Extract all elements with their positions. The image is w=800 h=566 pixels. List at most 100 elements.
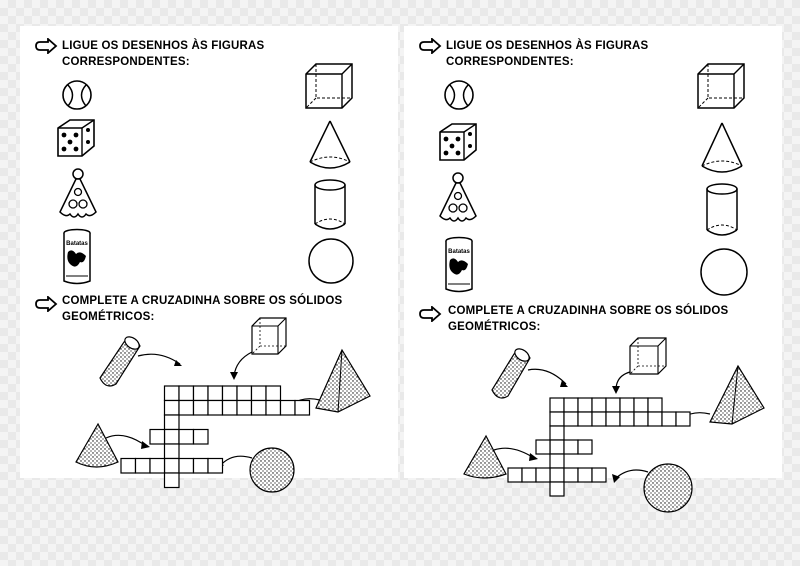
crossword-cell[interactable] <box>279 399 296 416</box>
crossword-cell[interactable] <box>549 425 565 441</box>
connector-line <box>527 368 567 385</box>
crossword-cell[interactable] <box>549 411 565 427</box>
can-label: Batatas <box>448 249 470 255</box>
instruction-crossword-line1: COMPLETE A CRUZADINHA SOBRE OS SÓLIDOS <box>448 305 729 317</box>
arrowhead-icon <box>230 372 238 380</box>
cube-icon[interactable] <box>302 60 356 112</box>
dice-icon[interactable] <box>54 116 98 160</box>
crossword-cell[interactable] <box>163 443 180 460</box>
crossword-cell[interactable] <box>149 428 166 445</box>
crossword-cell[interactable] <box>563 439 579 455</box>
crossword-cell[interactable] <box>549 439 565 455</box>
pointing-arrow-icon <box>35 38 58 54</box>
crossword-cell[interactable] <box>265 399 282 416</box>
crossword-cell[interactable] <box>549 467 565 483</box>
crossword-cell[interactable] <box>250 385 267 402</box>
sphere-icon[interactable] <box>698 246 750 298</box>
crossword-cell[interactable] <box>178 385 195 402</box>
tennis-ball-icon[interactable] <box>442 78 476 112</box>
crossword-cell[interactable] <box>633 397 649 413</box>
crossword-cell[interactable] <box>236 385 253 402</box>
cone-icon[interactable] <box>698 120 746 176</box>
crossword-grid[interactable] <box>120 385 311 489</box>
crossword-cell[interactable] <box>577 439 593 455</box>
crossword-cell[interactable] <box>549 397 565 413</box>
crossword-cell[interactable] <box>675 411 691 427</box>
arrowhead-icon <box>529 453 538 461</box>
crossword-cell[interactable] <box>577 397 593 413</box>
cone-icon[interactable] <box>306 118 354 172</box>
cube-icon[interactable] <box>694 60 748 112</box>
crossword-cell[interactable] <box>563 411 579 427</box>
crossword-cell[interactable] <box>549 481 565 497</box>
connector-line <box>219 455 253 467</box>
crossword-cell[interactable] <box>163 414 180 431</box>
instruction-connect-line1: LIGUE OS DESENHOS ÀS FIGURAS <box>62 40 265 52</box>
crossword-cell[interactable] <box>163 385 180 402</box>
crossword-cell[interactable] <box>120 457 137 474</box>
crossword-cell[interactable] <box>192 428 209 445</box>
chips-can-icon[interactable]: Batatas <box>442 236 476 294</box>
crossword-cell[interactable] <box>661 411 677 427</box>
crossword-cell[interactable] <box>192 399 209 416</box>
crossword-cell[interactable] <box>647 397 663 413</box>
crossword-cell[interactable] <box>549 453 565 469</box>
crossword-cell[interactable] <box>207 399 224 416</box>
party-hat-icon[interactable] <box>56 168 100 222</box>
crossword-cell[interactable] <box>577 411 593 427</box>
crossword-cell[interactable] <box>178 399 195 416</box>
instruction-connect-title: LIGUE OS DESENHOS ÀS FIGURAS CORRESPONDE… <box>446 38 648 70</box>
crossword-cell[interactable] <box>149 457 166 474</box>
pyramid-icon <box>709 364 765 425</box>
instruction-crossword-title: COMPLETE A CRUZADINHA SOBRE OS SÓLIDOS G… <box>448 303 728 335</box>
crossword-cell[interactable] <box>591 467 607 483</box>
crossword-cell[interactable] <box>192 457 209 474</box>
crossword-cell[interactable] <box>192 385 209 402</box>
crossword-cell[interactable] <box>633 411 649 427</box>
tennis-ball-icon[interactable] <box>60 78 94 112</box>
instruction-connect-line1: LIGUE OS DESENHOS ÀS FIGURAS <box>446 40 649 52</box>
crossword-cell[interactable] <box>619 397 635 413</box>
instruction-connect-line2: CORRESPONDENTES: <box>446 56 574 68</box>
party-hat-icon[interactable] <box>436 172 480 226</box>
cube-icon <box>629 337 667 375</box>
crossword-cell[interactable] <box>178 457 195 474</box>
crossword-cell[interactable] <box>294 399 311 416</box>
crossword-cell[interactable] <box>605 397 621 413</box>
pointing-arrow-icon <box>35 296 58 312</box>
crossword-cell[interactable] <box>563 467 579 483</box>
crossword-cell[interactable] <box>535 467 551 483</box>
crossword-cell[interactable] <box>535 439 551 455</box>
crossword-area <box>463 337 765 513</box>
crossword-cell[interactable] <box>221 399 238 416</box>
crossword-cell[interactable] <box>207 385 224 402</box>
chips-can-icon[interactable]: Batatas <box>60 228 94 286</box>
crossword-cell[interactable] <box>577 467 593 483</box>
cylinder-icon[interactable] <box>704 182 740 238</box>
crossword-cell[interactable] <box>521 467 537 483</box>
crossword-cell[interactable] <box>163 428 180 445</box>
connector-line <box>105 434 147 447</box>
crossword-cell[interactable] <box>619 411 635 427</box>
cylinder-icon[interactable] <box>312 178 348 232</box>
crossword-cell[interactable] <box>221 385 238 402</box>
crossword-cell[interactable] <box>163 399 180 416</box>
crossword-cell[interactable] <box>236 399 253 416</box>
crossword-grid[interactable] <box>507 397 691 497</box>
crossword-cell[interactable] <box>163 457 180 474</box>
crossword-cell[interactable] <box>265 385 282 402</box>
crossword-cell[interactable] <box>507 467 523 483</box>
crossword-cell[interactable] <box>647 411 663 427</box>
crossword-cell[interactable] <box>178 428 195 445</box>
crossword-cell[interactable] <box>591 397 607 413</box>
crossword-cell[interactable] <box>591 411 607 427</box>
crossword-cell[interactable] <box>605 411 621 427</box>
dice-icon[interactable] <box>436 120 480 164</box>
crossword-cell[interactable] <box>207 457 224 474</box>
crossword-cell[interactable] <box>250 399 267 416</box>
stippled-cylinder-icon <box>99 336 141 387</box>
crossword-cell[interactable] <box>563 397 579 413</box>
crossword-cell[interactable] <box>134 457 151 474</box>
sphere-icon[interactable] <box>306 236 356 286</box>
crossword-cell[interactable] <box>163 472 180 489</box>
